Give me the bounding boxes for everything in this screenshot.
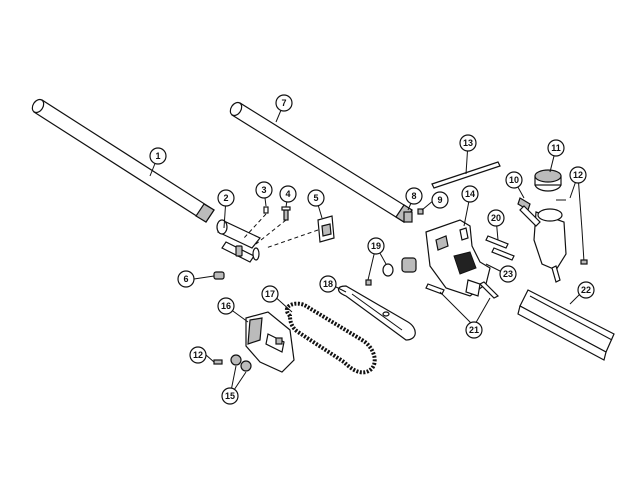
callout-23: 23 (499, 265, 517, 283)
part-3-pin (263, 206, 269, 214)
callout-9: 9 (431, 191, 449, 209)
svg-text:17: 17 (265, 289, 275, 299)
callout-2: 2 (217, 189, 235, 207)
svg-text:2: 2 (223, 193, 228, 203)
assembly-line-1 (243, 213, 267, 239)
callout-12-lower: 12 (189, 346, 207, 364)
callout-11: 11 (547, 139, 565, 157)
svg-text:7: 7 (281, 98, 286, 108)
part-12-screw-lower (213, 359, 223, 365)
svg-text:4: 4 (285, 189, 290, 199)
part-22-blade-guard (517, 289, 615, 361)
part-4-screw (281, 206, 291, 221)
callout-14: 14 (461, 185, 479, 203)
part-6-nut (213, 271, 225, 280)
svg-text:1: 1 (155, 151, 160, 161)
part-10-oil-tank (517, 197, 567, 283)
part-14-saw-head-housing (425, 219, 491, 297)
part-9-screw (417, 208, 424, 215)
svg-text:6: 6 (183, 274, 188, 284)
callout-20: 20 (487, 209, 505, 227)
svg-text:10: 10 (509, 175, 519, 185)
callout-10: 10 (505, 171, 523, 189)
svg-text:9: 9 (437, 195, 442, 205)
svg-text:8: 8 (411, 191, 416, 201)
callout-16: 16 (217, 297, 235, 315)
callout-8: 8 (405, 187, 423, 205)
part-16-sprocket-cover (245, 311, 295, 373)
part-20-bolts (485, 235, 515, 261)
leader-lines (149, 102, 585, 397)
part-11-oil-cap (534, 169, 562, 192)
callout-22: 22 (577, 281, 595, 299)
assembly-line-3 (265, 229, 319, 249)
svg-text:15: 15 (225, 391, 235, 401)
part-18-guide-bar (337, 285, 416, 341)
assembly-line-2 (255, 219, 287, 245)
svg-text:12: 12 (573, 170, 583, 180)
part-13-rod (431, 161, 501, 189)
callout-7: 7 (275, 94, 293, 112)
callout-17: 17 (261, 285, 279, 303)
part-19-nut (365, 279, 372, 286)
svg-text:12: 12 (193, 350, 203, 360)
part-17-chain (284, 301, 377, 375)
svg-text:5: 5 (313, 193, 318, 203)
callout-21: 21 (465, 321, 483, 339)
callout-15: 15 (221, 387, 239, 405)
part-1-extension-tube (31, 98, 215, 223)
svg-text:23: 23 (503, 269, 513, 279)
svg-text:16: 16 (221, 301, 231, 311)
callout-3: 3 (255, 181, 273, 199)
callout-18: 18 (319, 275, 337, 293)
part-15-nuts (230, 354, 252, 372)
callout-4: 4 (279, 185, 297, 203)
callout-12-upper: 12 (569, 166, 587, 184)
part-8-tube-end (403, 211, 413, 223)
svg-text:14: 14 (465, 189, 475, 199)
svg-text:11: 11 (551, 143, 561, 153)
part-2-coupler (216, 219, 261, 263)
svg-text:20: 20 (491, 213, 501, 223)
part-5-knob-bracket (317, 215, 335, 243)
svg-text:21: 21 (469, 325, 479, 335)
callout-19: 19 (367, 237, 385, 255)
svg-text:13: 13 (463, 138, 473, 148)
callout-6: 6 (177, 270, 195, 288)
svg-text:3: 3 (261, 185, 266, 195)
callout-1: 1 (149, 147, 167, 165)
part-12-screw-upper (556, 199, 588, 265)
part-19-sprocket (382, 257, 417, 277)
svg-text:18: 18 (323, 279, 333, 289)
callout-13: 13 (459, 134, 477, 152)
callout-5: 5 (307, 189, 325, 207)
svg-text:19: 19 (371, 241, 381, 251)
svg-text:22: 22 (581, 285, 591, 295)
